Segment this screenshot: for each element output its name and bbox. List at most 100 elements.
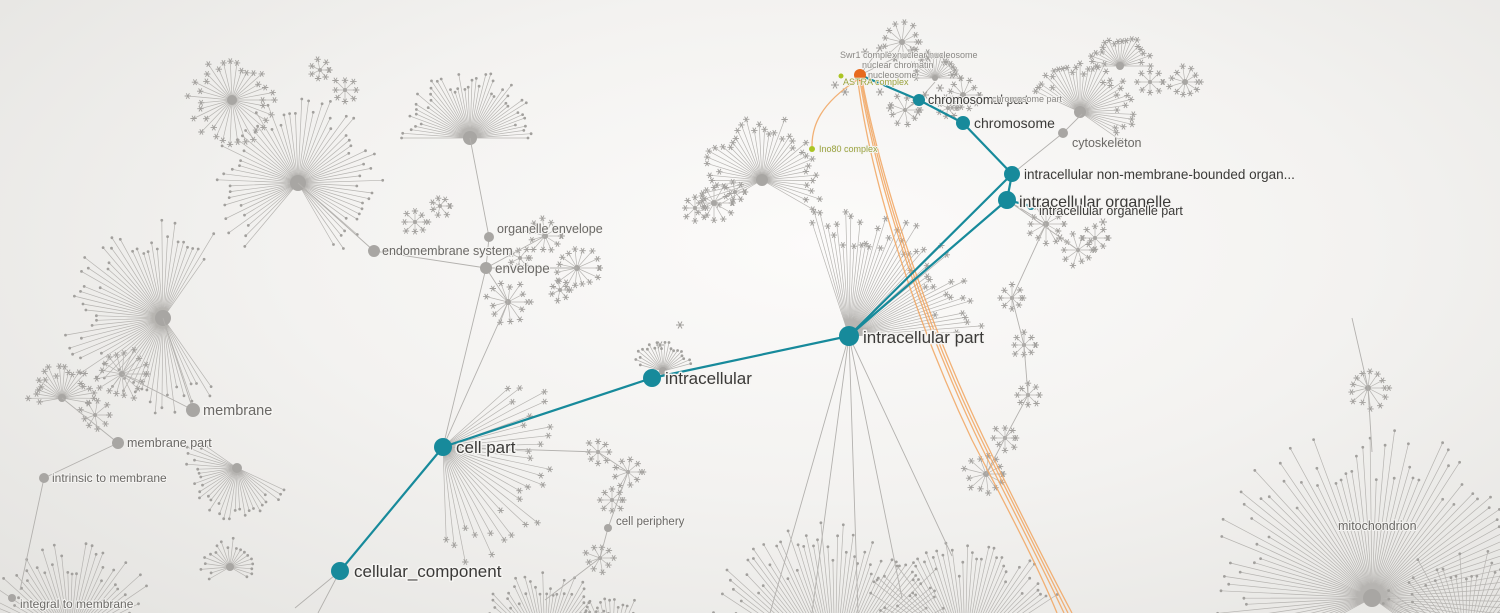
node-cell_periphery[interactable] bbox=[604, 524, 612, 532]
fan-cluster bbox=[634, 341, 693, 375]
fan-leaf-tips bbox=[611, 456, 647, 489]
fan-cluster bbox=[1079, 223, 1112, 253]
fan-center-node bbox=[227, 95, 237, 105]
label-intracellular[interactable]: intracellular bbox=[664, 368, 754, 390]
fan-spokes bbox=[432, 198, 451, 216]
label-endomembrane_system[interactable]: endomembrane system bbox=[381, 243, 514, 259]
fan-leaf-tips bbox=[1014, 380, 1043, 408]
node-intracellular_organelle_part[interactable] bbox=[1027, 202, 1035, 210]
label-intrinsic_to_membrane[interactable]: intrinsic to membrane bbox=[51, 470, 168, 486]
node-ino80_complex[interactable] bbox=[809, 146, 815, 152]
label-membrane_part[interactable]: membrane part bbox=[126, 435, 213, 451]
fan-spokes bbox=[401, 73, 532, 139]
fan-leaf-tips bbox=[960, 452, 1007, 497]
fan-spokes bbox=[950, 78, 980, 109]
label-organelle_envelope[interactable]: organelle envelope bbox=[496, 221, 604, 237]
label-intracellular_part[interactable]: intracellular part bbox=[862, 327, 986, 349]
fan-cluster bbox=[1088, 36, 1154, 70]
label-cellular_component[interactable]: cellular_component bbox=[353, 561, 504, 583]
fan-center-node bbox=[899, 39, 905, 45]
node-intrinsic_to_membrane[interactable] bbox=[39, 473, 49, 483]
fan-spokes bbox=[1082, 226, 1109, 250]
fan-cluster bbox=[25, 363, 98, 406]
fan-center-node bbox=[1074, 106, 1086, 118]
fan-spokes bbox=[217, 98, 383, 249]
fan-spokes bbox=[713, 522, 944, 613]
fan-leaf-tips bbox=[582, 544, 617, 576]
fan-spokes bbox=[187, 61, 275, 145]
label-cytoskeleton[interactable]: cytoskeleton bbox=[1071, 135, 1143, 151]
node-chromosome[interactable] bbox=[956, 116, 970, 130]
label-intracellular_organelle_part[interactable]: intracellular organelle part bbox=[1038, 203, 1184, 219]
node-organelle_envelope[interactable] bbox=[484, 232, 494, 242]
label-cell_part[interactable]: cell part bbox=[455, 437, 518, 459]
node-intracellular[interactable] bbox=[643, 369, 661, 387]
node-intracellular_organelle[interactable] bbox=[998, 191, 1016, 209]
node-integral_to_membrane[interactable] bbox=[8, 594, 16, 602]
fan-center-node bbox=[693, 206, 697, 210]
fan-cluster bbox=[582, 544, 617, 576]
fan-cluster bbox=[722, 178, 749, 203]
teal-edge bbox=[917, 98, 965, 125]
tiny-label-4: ASTRA complex bbox=[843, 77, 909, 87]
node-cellular_component[interactable] bbox=[331, 562, 349, 580]
fan-spokes bbox=[200, 538, 253, 580]
fan-cluster bbox=[579, 597, 636, 613]
node-astra_dot[interactable] bbox=[838, 73, 844, 79]
node-intracellular_nmb_organelle[interactable] bbox=[1004, 166, 1020, 182]
fan-leaf-tips bbox=[548, 277, 574, 304]
node-intracellular_part[interactable] bbox=[839, 326, 859, 346]
label-cell_periphery[interactable]: cell periphery bbox=[615, 515, 686, 529]
node-cell_part[interactable] bbox=[434, 438, 452, 456]
teal-edge bbox=[847, 172, 1014, 338]
fan-cluster bbox=[887, 93, 924, 128]
label-integral_to_membrane[interactable]: integral to membrane bbox=[19, 596, 135, 612]
fan-cluster bbox=[429, 195, 454, 219]
fan-center-node bbox=[438, 204, 442, 208]
label-ino80_complex[interactable]: Ino80 complex bbox=[818, 143, 879, 155]
label-chromosome[interactable]: chromosome bbox=[973, 114, 1057, 133]
fan-center-node bbox=[93, 413, 97, 417]
label-intracellular_organelle[interactable]: intracellular organelle bbox=[1018, 193, 1173, 213]
fan-leaf-tips bbox=[634, 341, 693, 367]
fan-leaf-tips bbox=[443, 385, 554, 566]
fan-cluster bbox=[332, 77, 360, 105]
label-mitochondrion[interactable]: mitochondrion bbox=[1337, 518, 1418, 534]
fan-cluster bbox=[1060, 230, 1098, 269]
fan-center-node bbox=[960, 92, 966, 98]
fan-cluster bbox=[401, 207, 432, 235]
label-envelope[interactable]: envelope bbox=[494, 260, 551, 277]
fan-center-node bbox=[518, 256, 522, 260]
fan-leaf-tips bbox=[184, 58, 278, 148]
label-intracellular_nmb_organelle[interactable]: intracellular non-membrane-bounded organ… bbox=[1023, 166, 1296, 183]
label-chromosomal_part[interactable]: chromosomal part bbox=[927, 92, 1030, 108]
node-envelope[interactable] bbox=[480, 262, 492, 274]
node-endomembrane_system[interactable] bbox=[368, 245, 380, 257]
node-membrane_part[interactable] bbox=[112, 437, 124, 449]
node-nucleosome_hub[interactable] bbox=[854, 69, 866, 81]
node-chromosomal_part[interactable] bbox=[913, 94, 925, 106]
fan-leaf-tips bbox=[553, 246, 603, 290]
fan-spokes bbox=[635, 342, 691, 372]
fan-leaf-tips bbox=[483, 280, 534, 326]
label-membrane[interactable]: membrane bbox=[202, 402, 274, 421]
fan-leaf-tips bbox=[93, 346, 151, 402]
fan-leaf-tips bbox=[525, 215, 565, 253]
fan-leaf-tips bbox=[869, 541, 1059, 612]
orange-association-edges bbox=[811, 79, 1073, 613]
highlighted-path-edges bbox=[338, 73, 1033, 573]
fan-spokes bbox=[1169, 66, 1201, 95]
fan-leaf-tips bbox=[401, 207, 432, 235]
node-membrane[interactable] bbox=[186, 403, 200, 417]
fan-cluster bbox=[1381, 550, 1500, 613]
fan-cluster bbox=[548, 277, 574, 304]
fan-leaf-tips bbox=[64, 218, 216, 415]
fan-leaf-tips bbox=[596, 485, 627, 514]
fan-leaf-tips bbox=[936, 94, 961, 120]
node-cytoskeleton[interactable] bbox=[1058, 128, 1068, 138]
fan-cluster bbox=[64, 218, 216, 415]
fan-leaf-tips bbox=[25, 363, 98, 406]
fan-center-node bbox=[659, 367, 667, 375]
